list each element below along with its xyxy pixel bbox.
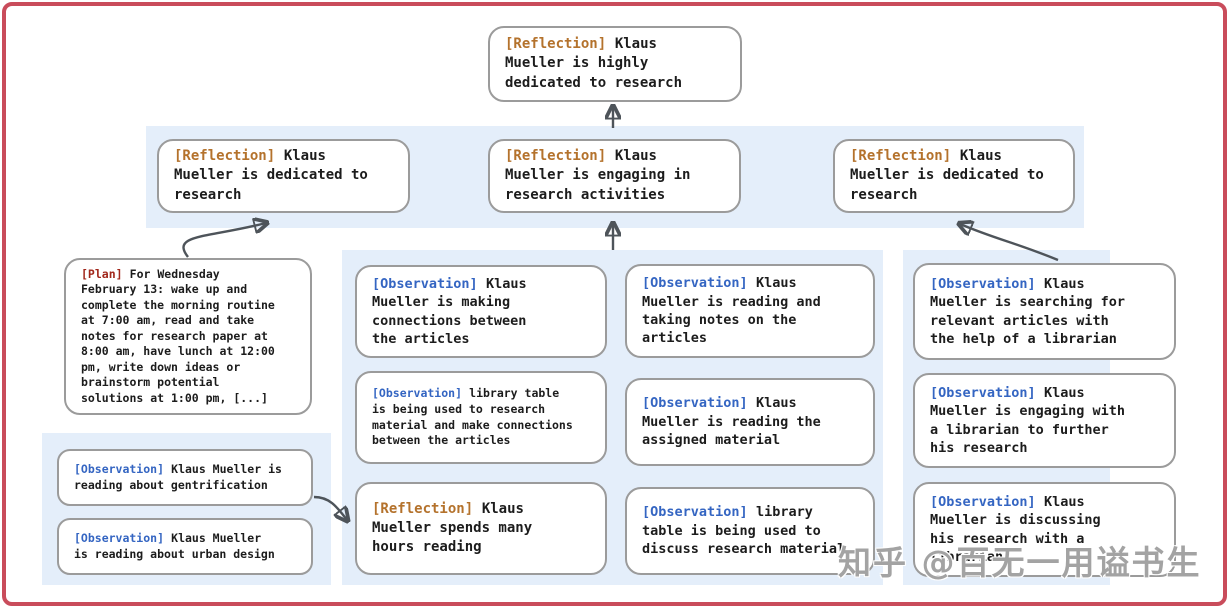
node-text: [Reflection]Klaus Mueller is dedicated t… xyxy=(850,147,1044,204)
node-body: For Wednesday February 13: wake up and c… xyxy=(81,266,275,405)
node-observation-library-discuss: [Observation]library table is being used… xyxy=(625,487,875,575)
reflection-tag: [Reflection] xyxy=(372,500,474,517)
node-reflection-2: [Reflection]Klaus Mueller is engaging in… xyxy=(488,139,741,213)
reflection-tag: [Reflection] xyxy=(505,148,607,165)
node-reflection-hours-reading: [Reflection]Klaus Mueller spends many ho… xyxy=(355,482,607,575)
node-body: Klaus Mueller is reading about urban des… xyxy=(74,530,275,561)
node-observation-engaging-librarian: [Observation]Klaus Mueller is engaging w… xyxy=(913,373,1176,468)
node-observation-searching-articles: [Observation]Klaus Mueller is searching … xyxy=(913,263,1176,360)
node-observation-urban-design: [Observation]Klaus Mueller is reading ab… xyxy=(57,518,313,575)
node-observation-library-research: [Observation]library table is being used… xyxy=(355,371,607,464)
node-plan: [Plan]For Wednesday February 13: wake up… xyxy=(64,258,312,415)
node-reflection-1: [Reflection]Klaus Mueller is dedicated t… xyxy=(157,139,410,213)
node-text: [Observation]Klaus Mueller is reading an… xyxy=(642,274,821,348)
node-body: Klaus Mueller is dedicated to research xyxy=(174,148,368,203)
node-text: [Observation]Klaus Mueller is reading th… xyxy=(642,394,821,449)
node-body: Klaus Mueller is reading the assigned ma… xyxy=(642,395,821,449)
node-text: [Reflection]Klaus Mueller is engaging in… xyxy=(505,147,690,204)
node-body: Klaus Mueller is engaging with a librari… xyxy=(930,384,1126,456)
node-text: [Observation]Klaus Mueller is discussing… xyxy=(930,493,1101,567)
node-body: Klaus Mueller is reading and taking note… xyxy=(642,275,821,347)
arrow-plan-to-r1 xyxy=(182,223,266,258)
observation-tag: [Observation] xyxy=(372,275,478,292)
node-body: Klaus Mueller is dedicated to research xyxy=(850,148,1044,203)
node-observation-assigned-material: [Observation]Klaus Mueller is reading th… xyxy=(625,378,875,466)
node-text: [Plan]For Wednesday February 13: wake up… xyxy=(81,267,275,407)
observation-tag: [Observation] xyxy=(372,386,463,401)
node-body: library table is being used to discuss r… xyxy=(642,504,846,558)
node-body: Klaus Mueller is engaging in research ac… xyxy=(505,148,691,203)
observation-tag: [Observation] xyxy=(642,275,748,292)
observation-tag: [Observation] xyxy=(930,384,1036,401)
node-observation-discussing-librarian: [Observation]Klaus Mueller is discussing… xyxy=(913,482,1176,577)
node-text: [Observation]library table is being used… xyxy=(642,503,845,558)
node-text: [Observation]Klaus Mueller is reading ab… xyxy=(74,462,282,493)
node-body: library table is being used to research … xyxy=(372,386,573,448)
node-reflection-top: [Reflection]Klaus Mueller is highly dedi… xyxy=(488,26,742,102)
node-body: Klaus Mueller is searching for relevant … xyxy=(930,275,1126,347)
node-observation-connections: [Observation]Klaus Mueller is making con… xyxy=(355,265,607,358)
node-body: Klaus Mueller is reading about gentrific… xyxy=(74,461,282,492)
node-body: Klaus Mueller spends many hours reading xyxy=(372,500,533,556)
node-text: [Reflection]Klaus Mueller is dedicated t… xyxy=(174,147,368,204)
observation-tag: [Observation] xyxy=(74,530,165,545)
node-text: [Observation]Klaus Mueller is making con… xyxy=(372,275,527,349)
node-body: Klaus Mueller is highly dedicated to res… xyxy=(505,36,683,91)
observation-tag: [Observation] xyxy=(930,275,1036,292)
reflection-tag: [Reflection] xyxy=(505,36,607,53)
observation-tag: [Observation] xyxy=(930,493,1036,510)
reflection-tag: [Reflection] xyxy=(850,148,952,165)
zhihu-watermark: 知乎 @百无一用谥书生 xyxy=(838,543,1202,582)
observation-tag: [Observation] xyxy=(642,504,748,521)
plan-tag: [Plan] xyxy=(81,266,123,281)
observation-tag: [Observation] xyxy=(74,461,165,476)
node-text: [Observation]Klaus Mueller is searching … xyxy=(930,275,1125,349)
observation-tag: [Observation] xyxy=(642,395,748,412)
node-body: Klaus Mueller is discussing his research… xyxy=(930,493,1101,565)
node-text: [Observation]Klaus Mueller is reading ab… xyxy=(74,531,275,562)
node-text: [Observation]library table is being used… xyxy=(372,386,573,448)
node-body: Klaus Mueller is making connections betw… xyxy=(372,275,527,347)
node-reflection-3: [Reflection]Klaus Mueller is dedicated t… xyxy=(833,139,1075,213)
node-text: [Reflection]Klaus Mueller spends many ho… xyxy=(372,500,532,557)
node-observation-gentrification: [Observation]Klaus Mueller is reading ab… xyxy=(57,449,313,506)
reflection-tag: [Reflection] xyxy=(174,148,276,165)
node-text: [Reflection]Klaus Mueller is highly dedi… xyxy=(505,35,682,92)
node-observation-taking-notes: [Observation]Klaus Mueller is reading an… xyxy=(625,264,875,358)
node-text: [Observation]Klaus Mueller is engaging w… xyxy=(930,384,1125,458)
